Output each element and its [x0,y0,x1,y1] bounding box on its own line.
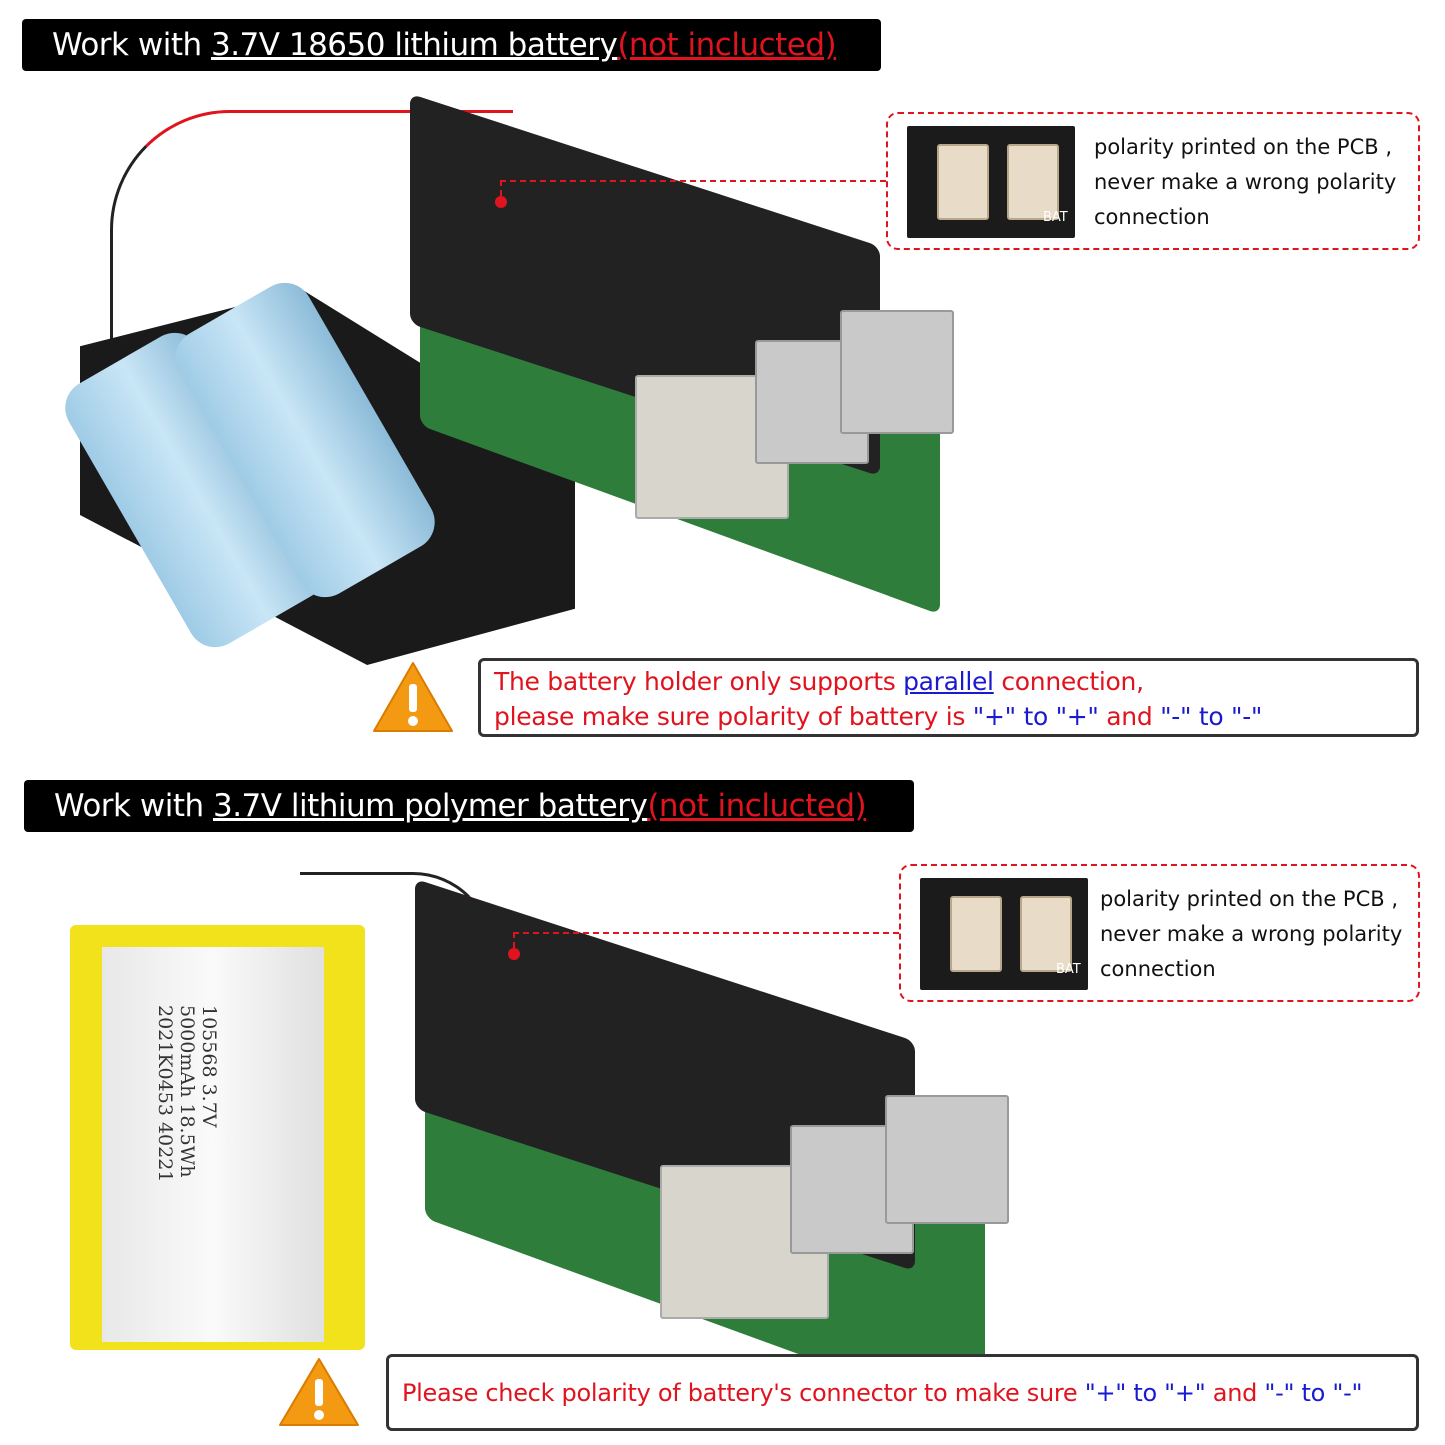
lipo-battery-image: 105568 3.7V 5000mAh 18.5Wh 2021K0453 402… [70,925,365,1350]
section1-banner: Work with 3.7V 18650 lithium battery(not… [22,19,881,71]
connector-marker [508,948,520,960]
callout-line: connection [1094,205,1210,229]
callout-line: polarity printed on the PCB , [1094,135,1393,159]
parallel-warning-box: The battery holder only supports paralle… [478,658,1419,737]
banner-note: (not inclucted) [647,788,867,824]
warning-text: and [1205,1379,1265,1407]
battery-label-line: 2021K0453 40221 [154,1005,176,1183]
warning-highlight: "-" to "-" [1264,1379,1363,1407]
warning-highlight: "-" to "-" [1160,702,1263,731]
warning-highlight: "+" to "+" [972,702,1099,731]
warning-text: please make sure polarity of battery is [494,702,973,731]
banner-prefix: Work with [52,27,211,63]
pcb-connector-thumbnail: BAT [920,878,1088,990]
banner-prefix: Work with [54,788,213,824]
section2-banner: Work with 3.7V lithium polymer battery(n… [24,780,914,832]
callout-line: connection [1100,957,1216,981]
polarity-callout: BAT polarity printed on the PCB , never … [899,864,1420,1002]
polarity-callout: BAT polarity printed on the PCB , never … [886,112,1420,250]
warning-highlight: parallel [903,667,994,696]
warning-text: Please check polarity of battery's conne… [402,1379,1085,1407]
battery-label-line: 5000mAh 18.5Wh [176,1005,198,1178]
callout-line: never make a wrong polarity [1094,170,1397,194]
callout-line: polarity printed on the PCB , [1100,887,1399,911]
banner-battery-type: 3.7V 18650 lithium battery [210,27,618,63]
warning-text: and [1098,702,1161,731]
warning-text: connection, [993,667,1144,696]
pointer-line [500,180,886,182]
bat-label: BAT [1043,210,1068,225]
expansion-board-image [415,878,1015,1422]
expansion-board-image [410,93,960,615]
connector-marker [495,196,507,208]
polarity-warning-box: Please check polarity of battery's conne… [386,1354,1419,1431]
pointer-line [513,932,515,948]
bat-label: BAT [1056,962,1081,977]
warning-triangle-icon [279,1358,359,1426]
warning-text: The battery holder only supports [494,667,904,696]
warning-triangle-icon [373,662,453,732]
warning-highlight: "+" to "+" [1084,1379,1206,1407]
callout-line: never make a wrong polarity [1100,922,1403,946]
battery-label-line: 105568 3.7V [198,1005,220,1128]
pcb-connector-thumbnail: BAT [907,126,1075,238]
pointer-line [500,180,502,196]
pointer-line [513,932,899,934]
banner-battery-type: 3.7V lithium polymer battery [212,788,648,824]
banner-note: (not inclucted) [617,27,837,63]
